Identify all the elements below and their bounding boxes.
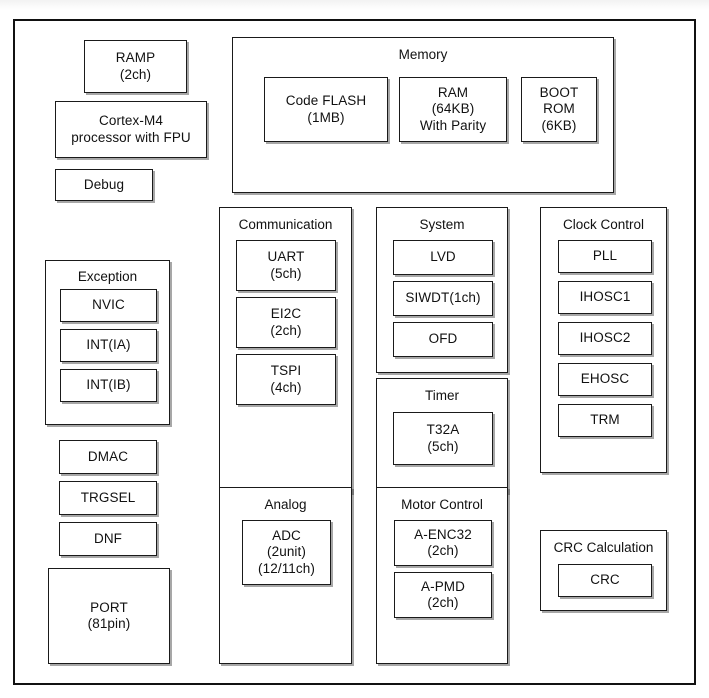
block-dnf-line1: DNF	[93, 530, 123, 546]
block-t32a-line2: (5ch)	[427, 438, 459, 454]
group-exception-title: Exception	[77, 269, 138, 284]
block-boot-rom-line3: (6KB)	[541, 117, 577, 133]
block-dmac-line1: DMAC	[87, 448, 129, 464]
block-crc[interactable]: CRC	[558, 564, 652, 597]
group-timer-title: Timer	[425, 388, 459, 403]
group-communication-title: Communication	[238, 217, 333, 232]
block-ihosc2[interactable]: IHOSC2	[558, 322, 652, 355]
block-int-ib[interactable]: INT(IB)	[60, 369, 157, 402]
group-exception[interactable]: Exception NVIC INT(IA) INT(IB)	[45, 260, 170, 425]
block-tspi-line2: (4ch)	[270, 379, 302, 395]
block-ramp-line2: (2ch)	[119, 66, 152, 82]
block-a-enc32-line1: A-ENC32	[414, 526, 472, 542]
block-a-pmd-line1: A-PMD	[421, 578, 465, 594]
block-ram-line1: RAM	[437, 84, 469, 100]
block-uart-line2: (5ch)	[270, 265, 302, 281]
group-motor-control[interactable]: Motor Control A-ENC32 (2ch) A-PMD (2ch)	[376, 487, 508, 664]
block-trgsel[interactable]: TRGSEL	[59, 481, 157, 515]
block-adc-line1: ADC	[272, 527, 301, 543]
group-communication[interactable]: Communication UART (5ch) EI2C (2ch) TSPI…	[219, 207, 352, 493]
window-top-strip	[0, 0, 709, 10]
block-trm-line1: TRM	[590, 412, 620, 428]
block-t32a-line1: T32A	[426, 422, 460, 438]
block-tspi[interactable]: TSPI (4ch)	[236, 354, 336, 405]
group-system[interactable]: System LVD SIWDT(1ch) OFD	[376, 207, 508, 373]
block-ihosc2-line1: IHOSC2	[579, 330, 631, 346]
block-cortex-m4-line2: processor with FPU	[71, 129, 191, 145]
block-cortex-m4[interactable]: Cortex-M4 processor with FPU	[55, 101, 207, 158]
block-adc[interactable]: ADC (2unit) (12/11ch)	[242, 520, 331, 585]
block-boot-rom-line2: ROM	[543, 101, 575, 117]
block-code-flash-line1: Code FLASH	[285, 93, 367, 109]
chip-outer-frame: RAMP (2ch) Cortex-M4 processor with FPU …	[13, 19, 696, 685]
block-adc-line3: (12/11ch)	[258, 560, 315, 576]
block-adc-line2: (2unit)	[267, 544, 306, 560]
group-memory-title: Memory	[398, 47, 448, 62]
group-system-title: System	[419, 217, 465, 232]
block-ihosc1-line1: IHOSC1	[579, 289, 631, 305]
block-ramp[interactable]: RAMP (2ch)	[84, 40, 187, 93]
block-int-ia[interactable]: INT(IA)	[60, 329, 157, 362]
block-ehosc-line1: EHOSC	[580, 371, 630, 387]
block-ofd[interactable]: OFD	[393, 322, 493, 357]
block-dnf[interactable]: DNF	[59, 522, 157, 556]
group-clock-control[interactable]: Clock Control PLL IHOSC1 IHOSC2 EHOSC TR…	[540, 207, 667, 473]
block-a-pmd-line2: (2ch)	[427, 595, 459, 610]
block-int-ib-line1: INT(IB)	[86, 377, 131, 393]
block-lvd[interactable]: LVD	[393, 240, 493, 275]
block-ei2c[interactable]: EI2C (2ch)	[236, 297, 336, 348]
group-motor-control-title: Motor Control	[401, 497, 483, 512]
block-ei2c-line2: (2ch)	[270, 322, 302, 338]
block-cortex-m4-line1: Cortex-M4	[99, 113, 163, 129]
block-ehosc[interactable]: EHOSC	[558, 363, 652, 396]
block-nvic[interactable]: NVIC	[60, 289, 157, 322]
block-code-flash[interactable]: Code FLASH (1MB)	[264, 77, 388, 142]
group-crc-calculation[interactable]: CRC Calculation CRC	[540, 530, 667, 611]
block-trm[interactable]: TRM	[558, 404, 652, 437]
block-debug[interactable]: Debug	[55, 169, 153, 201]
block-ram-line3: With Parity	[419, 117, 487, 133]
group-memory[interactable]: Memory Code FLASH (1MB) RAM (64KB) With …	[232, 37, 614, 193]
block-boot-rom[interactable]: BOOT ROM (6KB)	[521, 77, 597, 142]
group-timer[interactable]: Timer T32A (5ch)	[376, 378, 508, 493]
block-boot-rom-line1: BOOT	[539, 84, 579, 100]
block-lvd-line1: LVD	[430, 249, 456, 265]
block-dmac[interactable]: DMAC	[59, 440, 157, 474]
block-int-ia-line1: INT(IA)	[86, 337, 131, 353]
group-analog-title: Analog	[264, 497, 307, 512]
block-nvic-line1: NVIC	[92, 297, 125, 313]
block-uart-line1: UART	[267, 249, 305, 265]
block-pll[interactable]: PLL	[558, 240, 652, 273]
block-pll-line1: PLL	[592, 248, 618, 264]
block-port-line1: PORT	[90, 599, 128, 615]
block-ofd-line1: OFD	[428, 331, 458, 347]
block-uart[interactable]: UART (5ch)	[236, 240, 336, 291]
block-ihosc1[interactable]: IHOSC1	[558, 281, 652, 314]
block-siwdt[interactable]: SIWDT(1ch)	[393, 281, 493, 316]
block-ram-line2: (64KB)	[431, 101, 475, 117]
block-crc-line1: CRC	[590, 572, 620, 588]
block-ramp-line1: RAMP	[115, 50, 156, 66]
block-a-pmd[interactable]: A-PMD (2ch)	[394, 572, 492, 618]
block-a-enc32[interactable]: A-ENC32 (2ch)	[394, 520, 492, 566]
block-t32a[interactable]: T32A (5ch)	[393, 412, 493, 465]
block-port-line2: (81pin)	[87, 616, 131, 631]
block-port[interactable]: PORT (81pin)	[48, 568, 170, 664]
block-tspi-line1: TSPI	[270, 363, 302, 379]
block-a-enc32-line2: (2ch)	[427, 543, 459, 558]
group-clock-control-title: Clock Control	[562, 217, 645, 232]
block-code-flash-line2: (1MB)	[307, 109, 345, 125]
group-analog[interactable]: Analog ADC (2unit) (12/11ch)	[219, 487, 352, 664]
block-siwdt-line1: SIWDT(1ch)	[405, 290, 481, 306]
group-crc-calculation-title: CRC Calculation	[553, 540, 654, 555]
block-trgsel-line1: TRGSEL	[80, 489, 136, 505]
block-debug-line1: Debug	[83, 176, 125, 192]
block-ei2c-line1: EI2C	[270, 306, 302, 322]
block-ram[interactable]: RAM (64KB) With Parity	[399, 77, 507, 142]
